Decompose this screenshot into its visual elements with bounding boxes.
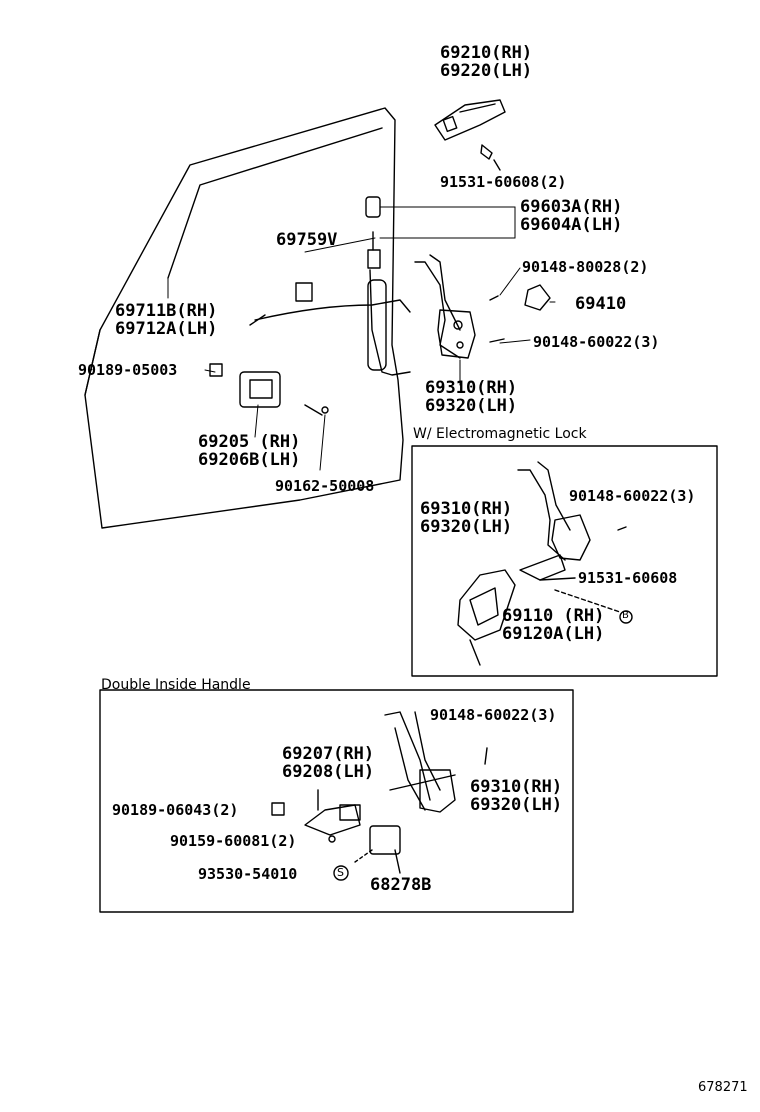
outside-handle xyxy=(434,99,506,171)
label-90189-05003: 90189-05003 xyxy=(78,361,178,379)
label-69310-b: 69310(RH) xyxy=(420,499,513,519)
label-69410: 69410 xyxy=(575,294,627,314)
electromagnetic-lock-title: W/ Electromagnetic Lock xyxy=(413,426,587,442)
label-90148-60022-a: 90148-60022(3) xyxy=(533,333,660,351)
label-69206b: 69206B(LH) xyxy=(198,450,301,470)
label-69207: 69207(RH) xyxy=(282,744,375,764)
label-69320-c: 69320(LH) xyxy=(470,795,563,815)
label-69110: 69110 (RH) xyxy=(502,606,605,626)
label-69603a: 69603A(RH) xyxy=(520,197,623,217)
bolt-mark: B xyxy=(622,610,629,621)
label-90148-60022-b: 90148-60022(3) xyxy=(569,487,696,505)
label-90162-50008: 90162-50008 xyxy=(275,477,375,495)
label-69320-b: 69320(LH) xyxy=(420,517,513,537)
electromagnetic-lock-box xyxy=(411,445,718,677)
door-frame xyxy=(84,107,404,529)
label-90148-60022-c: 90148-60022(3) xyxy=(430,706,557,724)
label-69320-a: 69320(LH) xyxy=(425,396,518,416)
label-69120a: 69120A(LH) xyxy=(502,624,605,644)
inside-handle xyxy=(209,363,329,416)
label-90148-80028: 90148-80028(2) xyxy=(522,258,649,276)
label-69210: 69210(RH) xyxy=(440,43,533,63)
screw-mark: S xyxy=(337,866,344,879)
label-69310-c: 69310(RH) xyxy=(470,777,563,797)
label-91531-a: 91531-60608(2) xyxy=(440,173,567,191)
label-69604a: 69604A(LH) xyxy=(520,215,623,235)
label-69759v: 69759V xyxy=(276,230,338,250)
label-68278b: 68278B xyxy=(370,875,432,895)
label-93530-54010: 93530-54010 xyxy=(198,865,298,883)
figure-number: 678271 xyxy=(698,1080,748,1095)
label-69205: 69205 (RH) xyxy=(198,432,301,452)
electromagnetic-lock-parts xyxy=(457,461,633,666)
label-69310-a: 69310(RH) xyxy=(425,378,518,398)
double-inside-handle-box xyxy=(99,689,574,913)
label-69220: 69220(LH) xyxy=(440,61,533,81)
label-69712a: 69712A(LH) xyxy=(115,319,218,339)
label-69208: 69208(LH) xyxy=(282,762,375,782)
label-90159-60081: 90159-60081(2) xyxy=(170,832,297,850)
double-handle-parts xyxy=(271,711,488,881)
lock-rod-assembly xyxy=(249,196,551,376)
label-91531-b: 91531-60608 xyxy=(578,569,678,587)
label-69711b: 69711B(RH) xyxy=(115,301,218,321)
double-inside-handle-title: Double Inside Handle xyxy=(101,677,251,693)
label-90189-06043: 90189-06043(2) xyxy=(112,801,239,819)
leader-lines xyxy=(167,206,556,471)
